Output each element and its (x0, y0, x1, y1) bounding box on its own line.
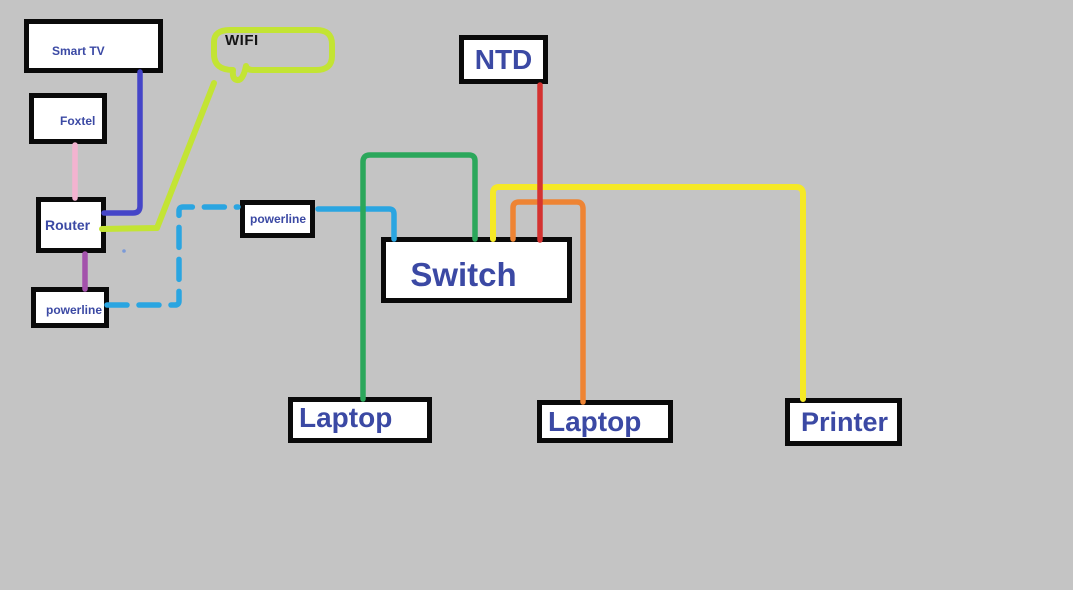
node-printer: Printer (785, 398, 902, 446)
node-laptop-right-label: Laptop (548, 405, 642, 437)
node-switch-label: Switch (410, 255, 517, 293)
node-powerline-mid: powerline (240, 200, 315, 238)
node-printer-label: Printer (801, 406, 889, 437)
node-powerline-left: powerline (31, 287, 109, 328)
connection-powerline-switch (315, 206, 397, 242)
node-foxtel-label: Foxtel (60, 113, 96, 128)
node-laptop-right: Laptop (537, 400, 673, 443)
connection-smarttv-router (101, 69, 143, 216)
node-ntd: NTD (459, 35, 548, 84)
node-router-label: Router (45, 217, 91, 233)
wifi-cloud-label: WIFI (225, 32, 259, 49)
node-laptop-left-label: Laptop (299, 402, 393, 433)
connection-wifi-router (99, 80, 217, 232)
node-powerline-mid-label: powerline (250, 212, 307, 226)
node-laptop-left: Laptop (288, 397, 432, 443)
node-smart-tv: Smart TV (24, 19, 163, 73)
node-smart-tv-label: Smart TV (52, 44, 105, 58)
node-switch: Switch (381, 237, 572, 303)
node-powerline-left-label: powerline (46, 302, 103, 317)
node-router: Router (36, 197, 106, 253)
node-ntd-label: NTD (474, 43, 533, 75)
node-foxtel: Foxtel (29, 93, 107, 144)
connection-powerline-powerline-dashed (104, 204, 241, 308)
stray-paint-mark (122, 249, 126, 253)
